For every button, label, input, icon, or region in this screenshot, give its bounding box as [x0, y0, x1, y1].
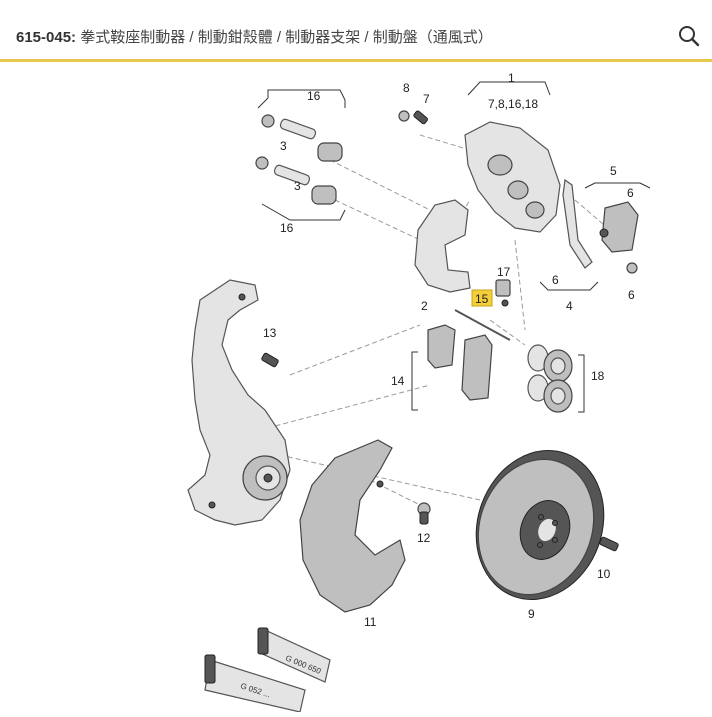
pad-set-right	[562, 178, 639, 274]
callout-13: 13	[263, 326, 277, 340]
exploded-parts-diagram: G 052 ... G 000 650 1 7,8,16,18 2 3 3 4 …	[0, 62, 712, 713]
guide-pin-lower	[255, 156, 337, 205]
callout-6-bottom: 6	[628, 288, 635, 302]
callout-18: 18	[591, 369, 605, 383]
brake-disc	[475, 450, 605, 600]
page-header: 615-045: 拳式鞍座制動器 / 制動鉗殼體 / 制動器支架 / 制動盤（通…	[0, 0, 712, 62]
callout-7: 7	[423, 92, 430, 106]
callout-14: 14	[391, 374, 405, 388]
callout-10: 10	[597, 567, 611, 581]
callout-15: 15	[475, 292, 489, 306]
callout-2: 2	[421, 299, 428, 313]
callout-5: 5	[610, 164, 617, 178]
steering-knuckle	[187, 279, 291, 526]
wear-sensor	[454, 279, 511, 341]
part-group-code: 615-045:	[16, 29, 77, 46]
part-group-title: 拳式鞍座制動器 / 制動鉗殼體 / 制動器支架 / 制動盤（通風式）	[80, 29, 493, 46]
callout-1: 1	[508, 71, 515, 85]
callout-11: 11	[364, 615, 377, 629]
callout-6-mid: 6	[552, 273, 559, 287]
screw-13	[261, 352, 279, 368]
callout-8: 8	[403, 81, 410, 95]
screw-10	[599, 536, 619, 552]
callout-1-sub: 7,8,16,18	[488, 97, 538, 111]
grease-tube-1: G 052 ...	[204, 654, 306, 713]
callout-labels: 1 7,8,16,18 2 3 3 4 5 6 6 6 7 8 9 10 11 …	[263, 71, 635, 629]
brake-carrier	[414, 199, 471, 293]
callout-12: 12	[417, 531, 431, 545]
guide-pin-upper	[261, 114, 343, 162]
callout-15-highlight	[471, 289, 493, 307]
callout-9: 9	[528, 607, 535, 621]
brake-pads	[427, 324, 493, 401]
grease-tube-2: G 000 650	[257, 627, 331, 683]
callout-6-top: 6	[627, 186, 634, 200]
callout-4: 4	[566, 299, 573, 313]
screw-12	[417, 502, 431, 525]
callout-17: 17	[497, 265, 511, 279]
search-button[interactable]	[674, 22, 704, 50]
caliper-housing	[464, 121, 561, 233]
callout-16-bottom: 16	[280, 221, 294, 235]
piston-seals	[527, 344, 573, 413]
callout-16-top: 16	[307, 89, 321, 103]
splash-shield	[299, 439, 406, 613]
page-title: 615-045: 拳式鞍座制動器 / 制動鉗殼體 / 制動器支架 / 制動盤（通…	[16, 26, 493, 47]
callout-3-upper: 3	[280, 139, 287, 153]
diagram-canvas: G 052 ... G 000 650 1 7,8,16,18 2 3 3 4 …	[187, 71, 651, 713]
search-icon	[679, 26, 700, 47]
bolts-7-8	[398, 110, 428, 125]
callout-3-lower: 3	[294, 179, 301, 193]
group-brackets	[257, 81, 651, 413]
